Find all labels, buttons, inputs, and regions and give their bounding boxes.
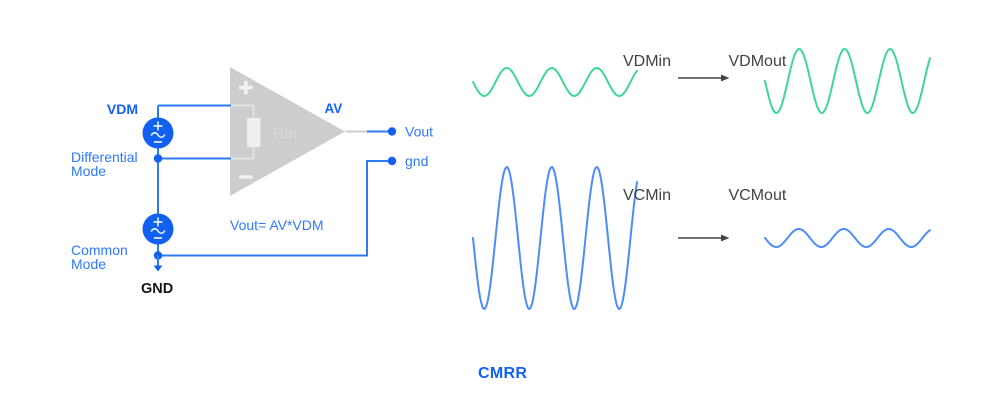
formula-label: Vout= AV*VDM — [230, 217, 324, 233]
noninverting-plus-icon — [239, 80, 253, 95]
vdm-ac-source-icon — [142, 117, 174, 149]
vcmin-label: VCMin — [623, 187, 671, 204]
rin-label: Rin — [273, 126, 297, 143]
common-mode-label-line1: Common — [71, 242, 128, 258]
gnd-output-label: gnd — [405, 153, 428, 169]
vcmout-waveform — [764, 228, 931, 248]
vout-label: Vout — [405, 124, 433, 140]
gnd-label: GND — [141, 281, 173, 297]
vdmout-label: VDMout — [729, 53, 787, 70]
cmrr-label: CMRR — [478, 365, 527, 382]
differential-junction-dot — [153, 154, 163, 163]
differential-mode-label-line2: Mode — [71, 163, 106, 179]
vcmout-label: VCMout — [729, 187, 787, 204]
gnd-terminal-dot — [387, 156, 397, 166]
differential-mode-label-line1: Differential — [71, 149, 138, 165]
common-mode-ac-source-icon — [142, 213, 174, 245]
vcm-arrow-head-icon — [721, 234, 730, 242]
opamp-circuit: Rin AV Vout gnd — [71, 67, 433, 297]
opamp-triangle — [230, 67, 345, 196]
vdm-arrow-head-icon — [721, 74, 730, 82]
vdmin-waveform — [472, 67, 638, 97]
ground-arrow-icon — [153, 265, 163, 272]
vdm-label: VDM — [107, 101, 138, 117]
rin-resistor — [247, 118, 261, 147]
waveform-panel: VDMin VDMout VCMin VCMout CMRR — [472, 47, 931, 382]
vdmout-waveform — [764, 47, 931, 115]
common-mode-label-line2: Mode — [71, 256, 106, 272]
vcmin-waveform — [472, 165, 638, 311]
vout-terminal-dot — [387, 127, 397, 136]
gain-label: AV — [325, 101, 343, 116]
ground-return-wire — [158, 160, 392, 257]
vdmin-label: VDMin — [623, 53, 671, 70]
